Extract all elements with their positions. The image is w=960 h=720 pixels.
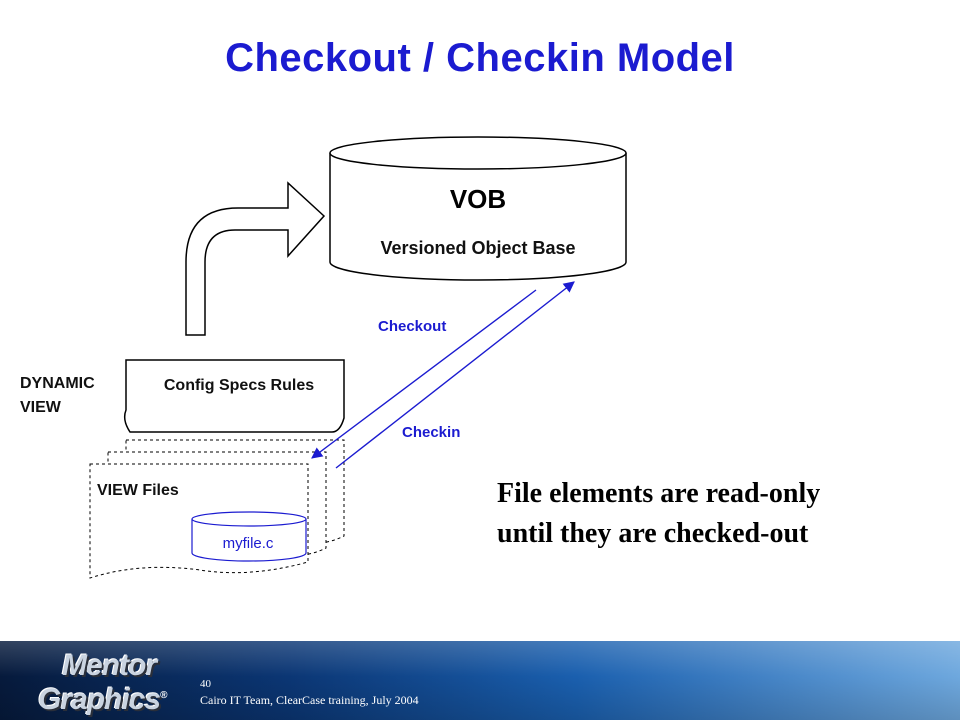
page-number: 40 <box>200 678 211 690</box>
logo-line: Graphics® <box>38 683 168 716</box>
dynamic-view-label: DYNAMIC VIEW <box>20 372 95 420</box>
dynamic-view-line: VIEW <box>20 399 61 416</box>
vob-subtitle: Versioned Object Base <box>380 238 576 258</box>
curved-up-right-arrow-icon <box>185 181 326 336</box>
file-label: myfile.c <box>222 535 274 552</box>
diagram <box>89 136 627 579</box>
read-only-note: File elements are read-only until they a… <box>497 474 820 554</box>
footer-credit: Cairo IT Team, ClearCase training, July … <box>200 693 419 707</box>
checkout-label: Checkout <box>378 318 447 335</box>
checkin-arrow <box>335 281 575 469</box>
footer-band: Mentor Graphics® <box>0 641 960 720</box>
view-files-label: VIEW Files <box>97 482 179 499</box>
config-specs-label: Config Specs Rules <box>163 377 315 394</box>
slide-title: Checkout / Checkin Model <box>225 36 735 80</box>
mentor-graphics-logo: Mentor Graphics® <box>38 649 198 716</box>
dynamic-view-line: DYNAMIC <box>20 375 95 392</box>
vob-title: VOB <box>449 184 507 214</box>
note-line: until they are checked-out <box>497 518 809 549</box>
checkout-arrow <box>311 289 537 459</box>
vob-cylinder-icon <box>329 136 627 281</box>
checkin-label: Checkin <box>402 424 461 441</box>
file-cylinder-icon <box>191 511 307 562</box>
note-line: File elements are read-only <box>497 478 821 509</box>
logo-line: Mentor <box>62 649 157 682</box>
config-specs-document <box>123 359 345 433</box>
